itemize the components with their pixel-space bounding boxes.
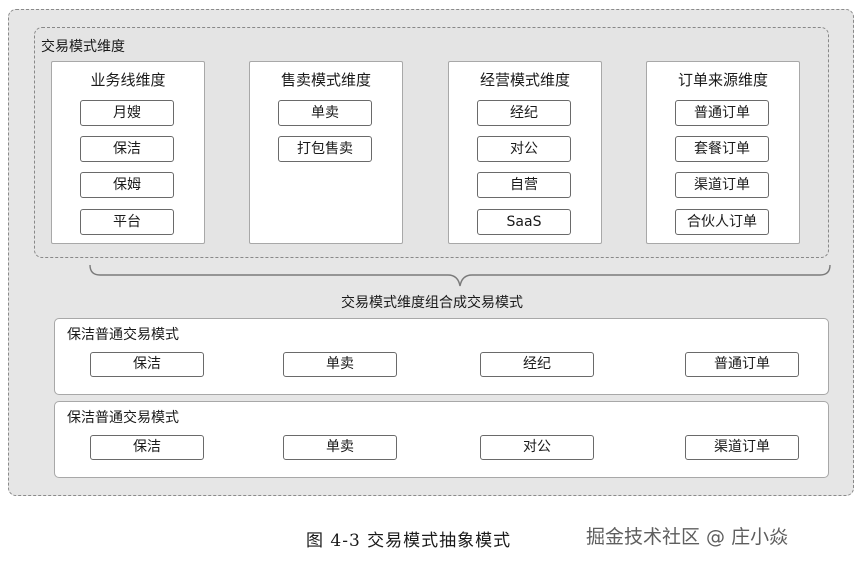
- trade-mode-item: 保洁: [90, 352, 204, 377]
- dimension-item: 自营: [477, 172, 571, 198]
- grouping-brace: [89, 264, 831, 287]
- dimension-item: 保洁: [80, 136, 174, 162]
- dimension-item: 经纪: [477, 100, 571, 126]
- dimension-item: 合伙人订单: [675, 209, 769, 235]
- trade-mode-item: 单卖: [283, 352, 397, 377]
- combine-label: 交易模式维度组合成交易模式: [341, 295, 523, 311]
- dimension-title: 售卖模式维度: [280, 71, 371, 89]
- dimension-item: 保姆: [80, 172, 174, 198]
- dimension-title: 订单来源维度: [677, 71, 768, 89]
- dimension-card-operation-mode: 经营模式维度 经纪 对公 自营 SaaS: [448, 61, 602, 244]
- trade-mode-item: 对公: [480, 435, 594, 460]
- trade-mode-item: 单卖: [283, 435, 397, 460]
- dimension-item: 平台: [80, 209, 174, 235]
- dimension-card-order-source: 订单来源维度 普通订单 套餐订单 渠道订单 合伙人订单: [646, 61, 800, 244]
- trade-mode-item: 渠道订单: [685, 435, 799, 460]
- dimension-item: 普通订单: [675, 100, 769, 126]
- dimension-item: 打包售卖: [278, 136, 372, 162]
- dimension-item: 月嫂: [80, 100, 174, 126]
- trade-mode-title: 保洁普通交易模式: [67, 410, 179, 426]
- figure-caption: 图 4-3 交易模式抽象模式: [306, 531, 512, 551]
- dimension-card-sales-mode: 售卖模式维度 单卖 打包售卖: [249, 61, 403, 244]
- trade-mode-item: 保洁: [90, 435, 204, 460]
- trade-mode-item: 经纪: [480, 352, 594, 377]
- trade-mode-item: 普通订单: [685, 352, 799, 377]
- trade-mode-row: 保洁普通交易模式 保洁 单卖 对公 渠道订单: [54, 401, 829, 478]
- dimension-title: 业务线维度: [90, 71, 166, 89]
- dimensions-title: 交易模式维度: [41, 39, 125, 55]
- dimension-title: 经营模式维度: [479, 71, 570, 89]
- dimension-item: 单卖: [278, 100, 372, 126]
- dimension-item: SaaS: [477, 209, 571, 235]
- trade-mode-row: 保洁普通交易模式 保洁 单卖 经纪 普通订单: [54, 318, 829, 395]
- dimension-card-business-line: 业务线维度 月嫂 保洁 保姆 平台: [51, 61, 205, 244]
- dimension-item: 套餐订单: [675, 136, 769, 162]
- dimension-item: 渠道订单: [675, 172, 769, 198]
- trade-mode-title: 保洁普通交易模式: [67, 327, 179, 343]
- dimension-item: 对公: [477, 136, 571, 162]
- watermark: 掘金技术社区 @ 庄小焱: [586, 526, 789, 548]
